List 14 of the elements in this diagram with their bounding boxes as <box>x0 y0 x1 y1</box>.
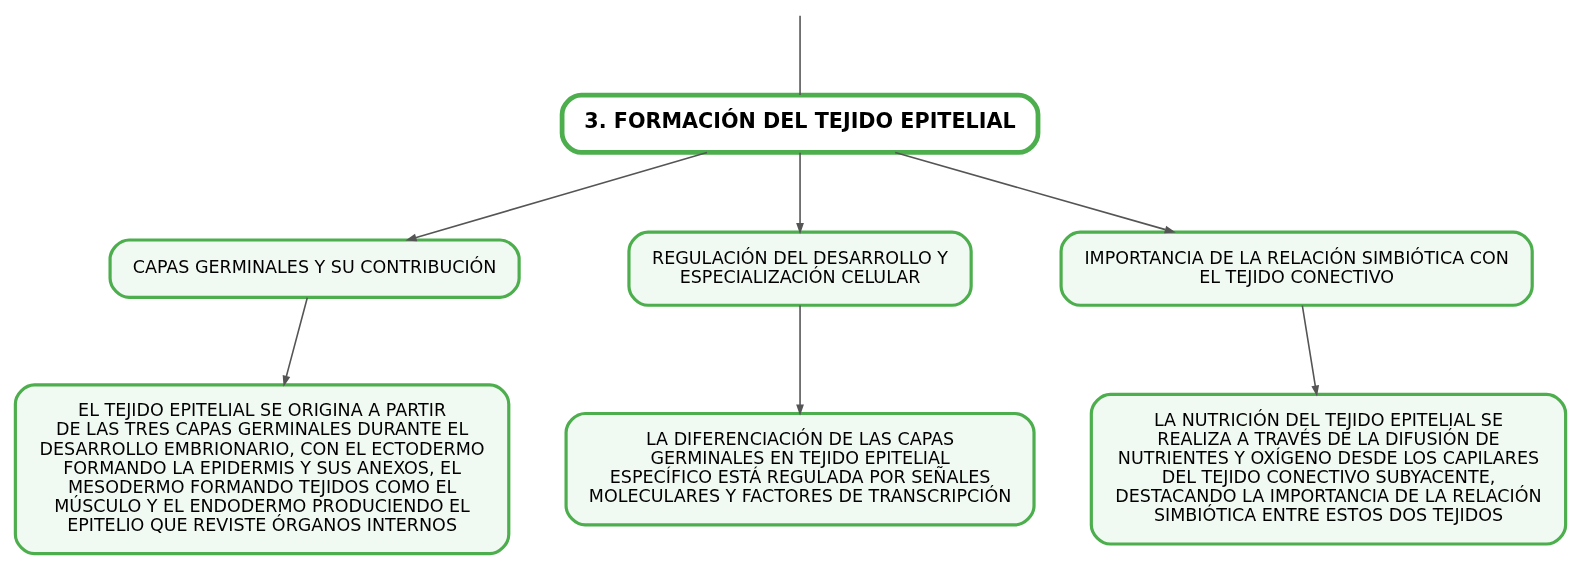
arrow <box>282 296 309 387</box>
connector <box>799 14 801 96</box>
node-box: CAPAS GERMINALES Y SU CONTRIBUCIÓN <box>108 238 521 299</box>
node-box: EL TEJIDO EPITELIAL SE ORIGINA A PARTIR DE LAS TRES CAPAS GERMINALES DURANTE EL DESARROLLO EMBRIONARIO, CON EL ECTODERMO FORMANDO LA EPIDERMIS Y SUS ANEXOS, EL MESODERMO FORMANDO TEJIDOS COMO EL MÚSCULO Y EL ENDODERMO PRODUCIENDO EL EPITELIO QUE REVISTE ÓRGANOS INTERNOS <box>13 383 511 556</box>
arrow <box>405 151 708 242</box>
node-box: LA DIFERENCIACIÓN DE LAS CAPAS GERMINALES EN TEJIDO EPITELIAL ESPECÍFICO ESTÁ REGULADA POR SEÑALES MOLECULARES Y FACTORES DE TRANSCRIPCIÓN <box>564 411 1036 527</box>
node-box: LA NUTRICIÓN DEL TEJIDO EPITELIAL SE REALIZA A TRAVÉS DE LA DIFUSIÓN DE NUTRIENTES Y OXÍGENO DESDE LOS CAPILARES DEL TEJIDO CONECTIVO SUBYACENTE, DESTACANDO LA IMPORTANCIA DE LA RELACIÓN SIMBIÓTICA ENTRE ESTOS DOS TEJIDOS <box>1089 392 1568 546</box>
node-box: IMPORTANCIA DE LA RELACIÓN SIMBIÓTICA CON EL TEJIDO CONECTIVO <box>1059 230 1534 307</box>
node-box: 3. FORMACIÓN DEL TEJIDO EPITELIAL <box>559 92 1041 155</box>
node-box: REGULACIÓN DEL DESARROLLO Y ESPECIALIZACIÓN CELULAR <box>627 230 973 307</box>
arrow <box>1301 304 1320 397</box>
arrow <box>796 151 804 235</box>
arrow <box>796 304 804 416</box>
arrow <box>894 151 1176 234</box>
